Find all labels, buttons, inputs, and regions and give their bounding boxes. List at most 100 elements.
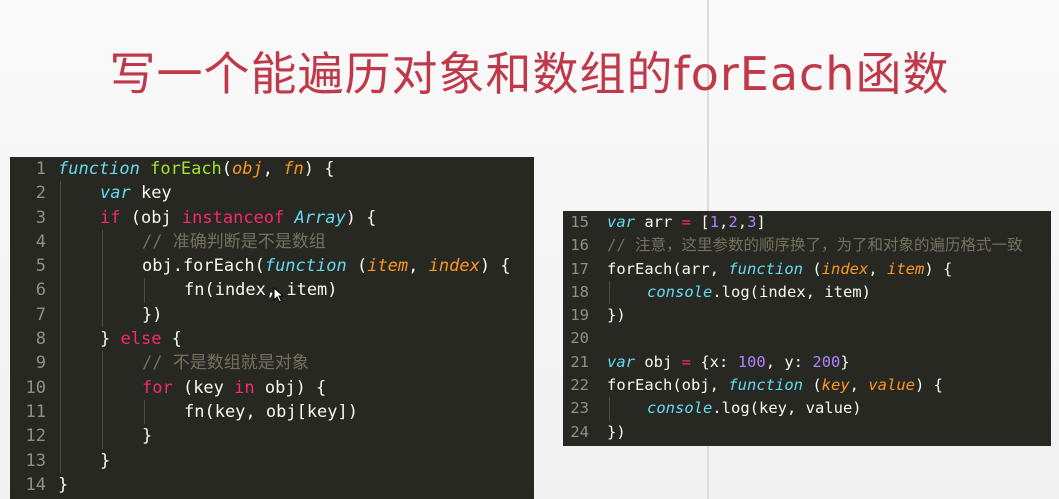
code-token: ,: [719, 213, 729, 231]
line-number: 24: [570, 422, 589, 441]
code-token: [284, 208, 294, 228]
code-token: (: [802, 376, 822, 395]
code-token: item: [367, 256, 409, 277]
indent-guide: [102, 229, 103, 255]
code-text: }): [607, 421, 626, 444]
line-number: 1: [35, 159, 46, 179]
code-token: // 注意，这里参数的顺序换了，为了和对象的遍历格式一致: [607, 236, 1023, 255]
line-number: 21: [570, 352, 589, 371]
indent-guide: [60, 327, 61, 352]
indent-guide: [102, 278, 103, 303]
code-text: }): [142, 303, 162, 327]
code-token: ,: [868, 259, 887, 278]
line-number: 2: [35, 183, 46, 204]
code-token: // 不是数组就是对象: [142, 353, 309, 374]
line-number: 14: [25, 474, 46, 495]
line-number: 15: [570, 213, 589, 231]
indent-guide: [60, 302, 61, 328]
code-token: ) {: [479, 256, 511, 277]
code-line: 13}: [10, 448, 534, 473]
code-token: if: [100, 207, 121, 228]
code-line: 24}): [563, 421, 1051, 444]
code-token: (: [802, 259, 822, 278]
line-number: 5: [35, 256, 46, 277]
indent-guide: [60, 229, 61, 255]
code-text: console.log(index, item): [647, 281, 871, 304]
code-text: }: [142, 424, 152, 448]
indent-guide: [60, 278, 61, 303]
indent-guide: [102, 351, 103, 376]
code-text: console.log(key, value): [647, 397, 862, 420]
code-token: [140, 159, 150, 179]
code-text: var key: [100, 181, 172, 205]
code-token: }: [142, 426, 153, 447]
code-text: var arr = [1,2,3]: [607, 211, 766, 234]
code-line: 20: [563, 327, 1051, 350]
code-token: index: [428, 256, 480, 277]
code-token: }: [58, 474, 69, 495]
code-token: 200: [812, 352, 841, 371]
indent-guide: [60, 375, 61, 400]
code-token: fn(index, item): [184, 280, 338, 301]
code-token: ) {: [303, 159, 335, 179]
code-token: =: [681, 352, 692, 371]
code-token: {x:: [691, 352, 738, 371]
indent-guide: [60, 448, 61, 473]
code-token: 3: [747, 213, 757, 231]
code-token: index: [821, 259, 869, 278]
code-token: console: [647, 399, 713, 418]
line-number: 4: [35, 231, 46, 252]
code-token: Array: [294, 207, 346, 228]
code-token: in: [234, 377, 255, 398]
code-token: var: [607, 352, 635, 371]
line-number: 22: [570, 376, 589, 395]
line-number: 20: [570, 329, 589, 348]
code-token: , y:: [765, 352, 813, 371]
code-line: 14}: [10, 473, 534, 497]
indent-guide: [60, 254, 61, 279]
indent-guide: [102, 254, 103, 279]
code-token: 100: [737, 352, 766, 371]
code-line: 8} else {: [10, 327, 534, 352]
line-number: 8: [35, 329, 46, 350]
code-token: 2: [728, 213, 738, 231]
code-line: 9// 不是数组就是对象: [10, 351, 534, 376]
code-line: 15 var arr = [1,2,3]: [563, 211, 1051, 234]
code-token: ) {: [915, 376, 943, 395]
code-token: // 准确判断是不是数组: [142, 231, 326, 252]
code-token: ,: [737, 213, 748, 231]
code-token: function: [264, 256, 347, 277]
indent-guide: [60, 181, 61, 206]
line-number: 17: [570, 259, 589, 278]
code-token: arr: [635, 213, 682, 231]
code-text: }: [58, 473, 68, 497]
code-text: // 不是数组就是对象: [142, 351, 309, 375]
code-token: }: [100, 450, 111, 471]
code-token: console: [647, 282, 713, 301]
code-token: function: [58, 159, 140, 179]
code-text: }): [607, 304, 626, 327]
code-token: obj: [232, 159, 263, 179]
code-token: }: [840, 352, 850, 371]
code-text: if (obj instanceof Array) {: [100, 206, 376, 230]
line-number: 13: [25, 450, 46, 471]
code-line: 4 // 准确判断是不是数组: [10, 229, 534, 255]
code-line: 12}: [10, 424, 534, 449]
line-number: 7: [35, 304, 46, 325]
code-token: (obj: [120, 207, 182, 228]
code-token: }): [142, 304, 163, 325]
code-text: fn(key, obj[key]): [184, 400, 358, 424]
code-token: (key: [172, 377, 235, 398]
code-token: =: [681, 213, 692, 231]
code-token: [: [691, 213, 710, 231]
code-text: }: [100, 449, 110, 473]
code-token: ) {: [345, 207, 377, 228]
